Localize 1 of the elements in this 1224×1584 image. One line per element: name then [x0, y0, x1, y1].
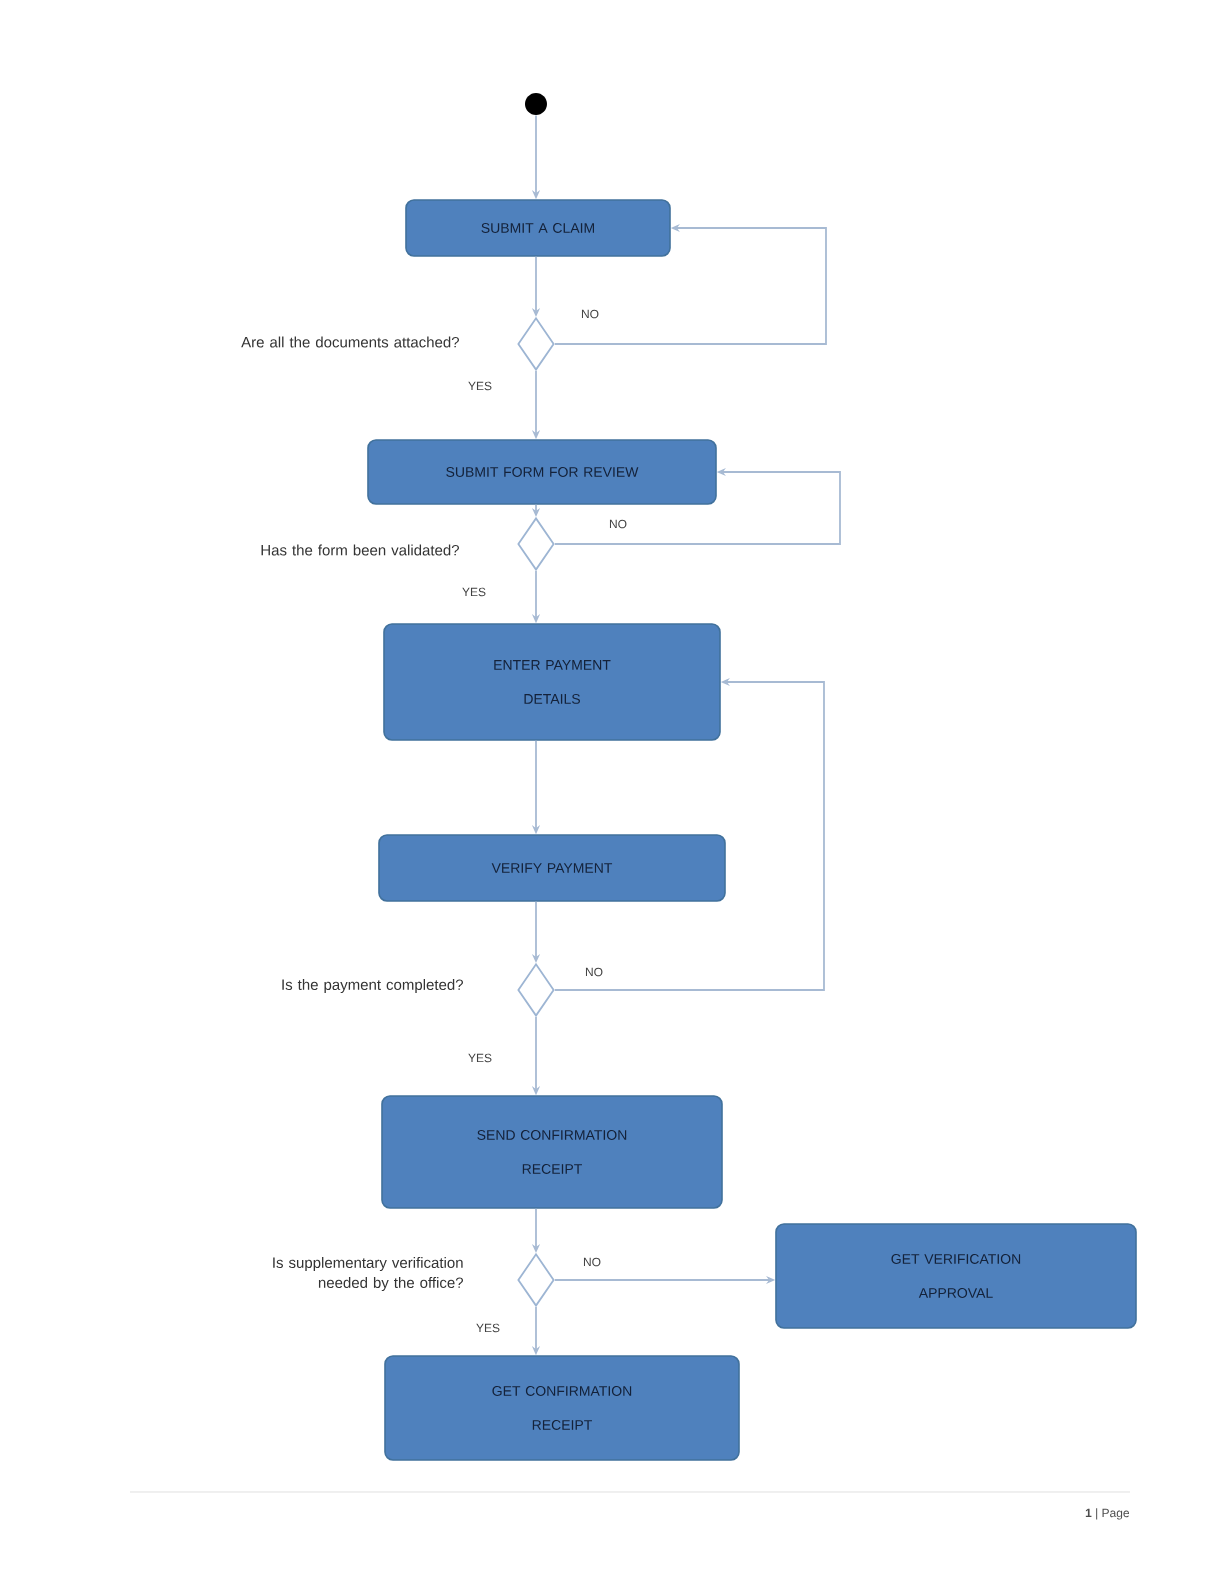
start-dot [525, 93, 547, 115]
